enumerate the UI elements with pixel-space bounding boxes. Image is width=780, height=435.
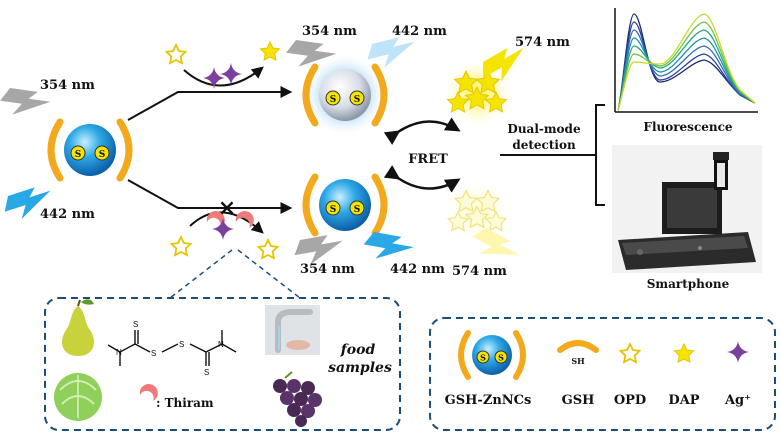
legend-panel — [429, 317, 776, 431]
sulfur-label: S — [99, 150, 106, 160]
blocked-cross-mark: × — [218, 195, 236, 221]
silver-ion-sparkle-icon — [727, 341, 749, 363]
tap-water-icon — [265, 305, 320, 355]
gsh-arc-icon — [557, 340, 599, 353]
food-label-1: food — [340, 342, 376, 358]
smartphone-device-icon — [612, 145, 762, 273]
branch-arrow-bottom — [127, 179, 293, 214]
cabbage-icon — [54, 373, 102, 421]
sulfur-label: S — [354, 205, 361, 215]
opd-outline-star-icon — [619, 343, 641, 364]
label-354-left: 354 nm — [40, 78, 95, 93]
bracket — [595, 104, 605, 206]
sulfur-label: S — [75, 150, 82, 160]
gsh-zn-nanocluster-icon: S S — [458, 330, 526, 380]
callout-line — [169, 249, 233, 299]
label-442-top: 442 nm — [392, 24, 447, 39]
thiram-structure — [107, 330, 237, 366]
opd-star-bottom — [170, 236, 192, 257]
legend-label-dap: DAP — [668, 393, 699, 408]
food-label-2: samples — [328, 360, 392, 376]
reaction-arrow-top — [183, 66, 264, 87]
sulfur-label: S — [480, 353, 486, 363]
svg-text:N: N — [116, 348, 122, 357]
dual-mode-label-1: Dual-mode — [507, 122, 581, 136]
svg-text:S: S — [204, 368, 209, 377]
gsh-zn-nanocluster-start: S S — [47, 118, 133, 182]
legend-label-ag: Ag⁺ — [724, 393, 751, 408]
fret-arrow-bottom — [383, 165, 461, 193]
sulfur-label: S — [330, 205, 337, 215]
dual-mode-label-2: detection — [512, 138, 576, 152]
svg-text:S: S — [179, 340, 184, 349]
legend-label-opd: OPD — [614, 393, 646, 408]
sulfur-label: S — [354, 95, 361, 105]
dap-cluster-dim — [444, 178, 512, 246]
sulfur-label: S — [330, 95, 337, 105]
label-354-bottom: 354 nm — [300, 262, 355, 277]
smartphone-label: Smartphone — [647, 277, 730, 291]
gsh-zn-nanocluster-quenched: S S — [302, 53, 388, 137]
label-442-bottom: 442 nm — [390, 262, 445, 277]
spectrum-plot-icon — [612, 5, 762, 113]
gsh-zn-nanocluster-fluorescent: S S — [302, 173, 388, 237]
dap-filled-star-icon — [674, 343, 694, 363]
svg-text:S: S — [151, 349, 156, 358]
reaction-arrow-bottom — [189, 211, 264, 234]
legend-label-gsh-znncs: GSH-ZnNCs — [445, 393, 532, 408]
food-samples-panel — [44, 297, 401, 431]
fret-arrow-top — [383, 117, 461, 145]
thiram-legend-label: : Thiram — [156, 396, 214, 410]
label-574-top: 574 nm — [515, 35, 570, 50]
label-574-bottom: 574 nm — [452, 264, 507, 279]
label-442-left: 442 nm — [40, 207, 95, 222]
thiram-ag-complex — [206, 211, 254, 240]
grape-icon — [273, 371, 322, 427]
legend-label-gsh: GSH — [562, 393, 595, 408]
pear-icon — [62, 299, 94, 356]
sh-label: SH — [571, 356, 585, 366]
svg-text:S: S — [133, 320, 138, 329]
sulfur-label: S — [498, 353, 504, 363]
branch-arrow-top — [127, 86, 293, 121]
thiram-legend-icon — [139, 384, 158, 401]
opd-star-bottom-right — [257, 239, 279, 260]
svg-text:N: N — [218, 340, 224, 349]
fluorescence-label: Fluorescence — [643, 120, 732, 134]
label-354-top: 354 nm — [302, 24, 357, 39]
thiram-atom-labels: S S S S N N — [116, 320, 224, 377]
dap-star-top — [260, 41, 280, 61]
callout-line — [237, 249, 301, 299]
bolt-442-bottom — [361, 230, 416, 265]
fret-label: FRET — [408, 152, 448, 167]
dap-cluster-bright — [442, 57, 514, 129]
opd-star-top — [165, 44, 187, 64]
